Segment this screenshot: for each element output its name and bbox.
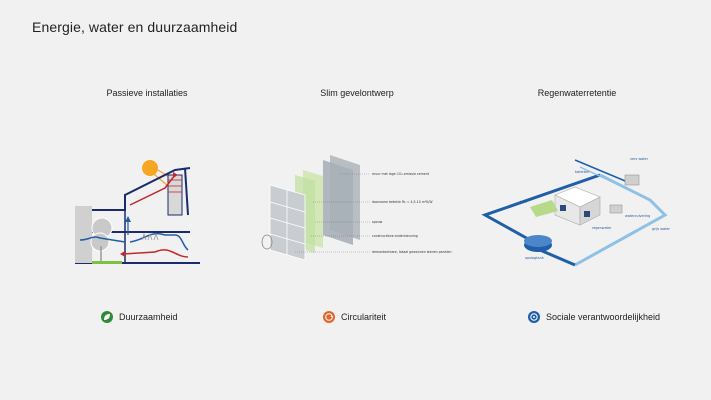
badge-sustainability: Duurzaamheid	[101, 311, 178, 323]
people-icon	[528, 311, 540, 323]
column-title-passive: Passieve installaties	[106, 88, 188, 98]
badge-circularity: Circulariteit	[323, 311, 386, 323]
water-label: regenwater	[592, 226, 612, 230]
water-label: toiletten	[575, 170, 589, 174]
badge-label: Circulariteit	[341, 312, 387, 322]
facade-label: constructieve ondersteuning	[372, 234, 418, 238]
badge-social-responsibility: Sociale verantwoordelijkheid	[528, 311, 660, 323]
facade-label: muur met lage CO₂-emissie cement	[372, 172, 430, 176]
facade-label: spouw	[372, 220, 383, 224]
water-label: grijs water	[652, 227, 671, 231]
column-title-rainwater: Regenwaterretentie	[537, 88, 617, 98]
circular-arrows-icon	[323, 311, 335, 323]
water-label: tuin	[520, 200, 527, 204]
badge-label: Sociale verantwoordelijkheid	[546, 312, 661, 322]
page-title: Energie, water en duurzaamheid	[32, 19, 238, 35]
facade-illustration: muur met lage CO₂-emissie cement doorzom…	[261, 155, 451, 261]
facade-label: demonteerbare, lokaal gewonnen stenen pa…	[372, 250, 451, 254]
facade-label: doorzome betekle Rc = 4,5-10 m²K/W	[372, 200, 433, 204]
leaf-icon	[101, 311, 113, 323]
water-label: vers water	[630, 157, 649, 161]
passive-installations-illustration	[75, 160, 200, 264]
sun-icon	[142, 160, 158, 176]
rainwater-retention-illustration: vers water toiletten grijs water tuin re…	[481, 157, 671, 267]
badge-label: Duurzaamheid	[119, 312, 178, 322]
column-title-facade: Slim gevelontwerp	[320, 88, 394, 98]
water-label: waterzuivering	[625, 214, 650, 218]
water-label: opslagtank	[525, 256, 544, 260]
